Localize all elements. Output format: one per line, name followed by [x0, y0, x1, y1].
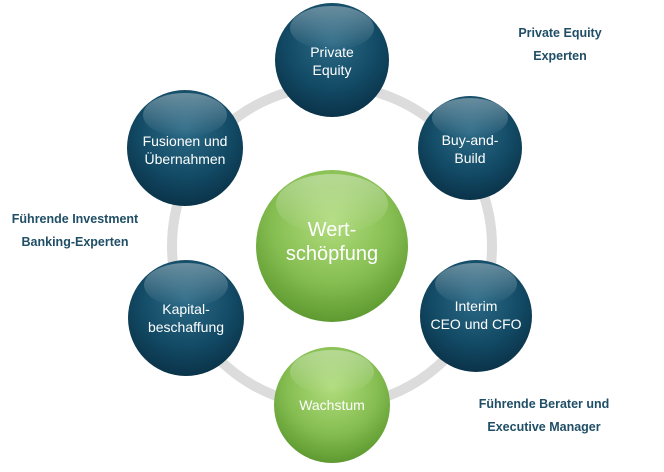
node-wachstum: Wachstum	[274, 347, 390, 463]
node-private-equity-line-2: Equity	[313, 62, 352, 78]
node-interim-line-2: CEO und CFO	[430, 316, 521, 332]
node-kapitalbeschaffung: Kapital- beschaffung	[128, 260, 244, 376]
node-buy-and-build: Buy-and- Build	[418, 96, 522, 200]
label-berater-manager: Führende Berater und Executive Manager	[463, 393, 625, 439]
center-label-line-2: schöpfung	[286, 243, 378, 265]
label-private-equity-experts: Private Equity Experten	[505, 22, 615, 68]
label-berater-manager-line-1: Führende Berater und	[478, 397, 610, 411]
label-berater-manager-line-2: Executive Manager	[487, 420, 601, 434]
node-interim-ceo-cfo: Interim CEO und CFO	[420, 260, 532, 372]
center-label-line-1: Wert-	[308, 219, 357, 241]
node-interim-line-1: Interim	[455, 298, 498, 314]
node-buy-and-build-line-2: Build	[454, 150, 485, 166]
node-buy-and-build-line-1: Buy-and-	[442, 132, 499, 148]
node-wachstum-line-1: Wachstum	[299, 397, 365, 413]
label-investment-banking: Führende Investment Banking-Experten	[0, 208, 150, 254]
node-private-equity: Private Equity	[275, 3, 389, 117]
center-node: Wert- schöpfung	[256, 170, 408, 322]
node-private-equity-line-1: Private	[310, 44, 354, 60]
node-fusionen-line-2: Übernahmen	[145, 150, 226, 167]
node-kapital-line-2: beschaffung	[148, 319, 224, 335]
node-fusionen-line-1: Fusionen und	[143, 133, 228, 149]
node-kapital-line-1: Kapital-	[162, 301, 210, 317]
node-fusionen-uebernahmen: Fusionen und Übernahmen	[127, 90, 243, 206]
label-investment-banking-line-1: Führende Investment	[11, 212, 139, 226]
label-investment-banking-line-2: Banking-Experten	[21, 235, 129, 249]
label-private-equity-experts-line-2: Experten	[533, 49, 587, 63]
label-private-equity-experts-line-1: Private Equity	[518, 26, 602, 40]
